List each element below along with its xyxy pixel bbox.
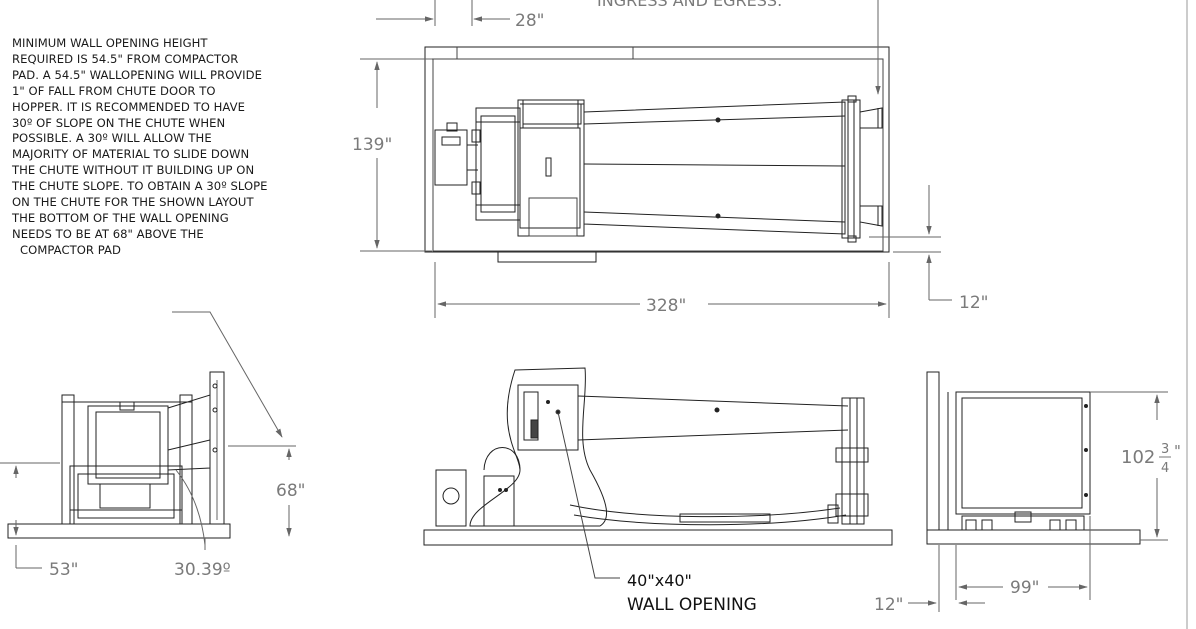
note-line: PAD. A 54.5" WALLOPENING WILL PROVIDE [12, 67, 262, 82]
right-elevation [926, 371, 1141, 545]
note-line: THE BOTTOM OF THE WALL OPENING [12, 210, 229, 225]
dim-102-numerator: 3 [1161, 442, 1169, 457]
right-pad [926, 529, 1141, 545]
pad-tab [497, 251, 597, 263]
left-elevation [7, 371, 231, 539]
wall-opening-size: 40"x40" [627, 571, 692, 590]
dim-53-label: 53" [49, 560, 78, 580]
hopper-body [87, 405, 169, 485]
compactor-side [69, 465, 183, 525]
hopper-frame [475, 107, 521, 221]
center-elevation [423, 367, 893, 546]
note-leader [172, 311, 283, 438]
note-line: COMPACTOR PAD [20, 242, 122, 257]
dim-102-whole: 102 [1121, 447, 1155, 468]
right-dimensions [908, 391, 1168, 612]
note-line: 30º OF SLOPE ON THE CHUTE WHEN [12, 115, 226, 130]
dim-12-top-label: 12" [959, 293, 988, 313]
container-body [583, 101, 846, 235]
wall-cutaway [469, 367, 608, 527]
plan-dimensions [360, 0, 952, 318]
note-line: 1" OF FALL FROM CHUTE DOOR TO [12, 83, 216, 98]
power-unit [434, 129, 468, 186]
note-line: THE CHUTE WITHOUT IT BUILDING UP ON [12, 163, 255, 178]
center-end-frame [841, 397, 865, 525]
hook-upper [859, 107, 883, 129]
left-pad [7, 523, 231, 539]
ingress-egress-text: INGRESS AND EGRESS. [597, 0, 782, 10]
rails [961, 515, 1085, 531]
container-end [955, 391, 1091, 515]
wall-opening-leader [557, 411, 620, 579]
center-pad [423, 529, 893, 546]
dim-angle-label: 30.39º [174, 560, 231, 580]
left-dimensions [0, 311, 296, 569]
center-hopper [483, 475, 515, 527]
note-line: POSSIBLE. A 30º WILL ALLOW THE [12, 131, 212, 146]
wall-opening-label: WALL OPENING [627, 595, 757, 615]
note-line: REQUIRED IS 54.5" FROM COMPACTOR [12, 51, 239, 66]
note-line: MAJORITY OF MATERIAL TO SLIDE DOWN [12, 147, 250, 162]
dim-102-inch: " [1174, 442, 1181, 460]
dim-99-label: 99" [1010, 578, 1039, 598]
dim-328-label: 328" [646, 296, 686, 316]
note-line: HOPPER. IT IS RECOMMENDED TO HAVE [12, 99, 245, 114]
hook-lower [859, 205, 883, 227]
container-end-frame [841, 99, 861, 239]
note-line: NEEDS TO BE AT 68" ABOVE THE [12, 226, 204, 241]
right-wall-section [926, 371, 940, 531]
center-dimensions [555, 409, 620, 579]
dim-102-denominator: 4 [1161, 461, 1169, 476]
note-line: ON THE CHUTE FOR THE SHOWN LAYOUT [12, 195, 254, 210]
plan-inner-outline [432, 58, 884, 252]
center-power-unit [435, 469, 467, 527]
note-line: THE CHUTE SLOPE. TO OBTAIN A 30º SLOPE [12, 179, 268, 194]
dim-139-label: 139" [352, 135, 392, 155]
dim-68-label: 68" [276, 481, 305, 501]
design-note: MINIMUM WALL OPENING HEIGHT REQUIRED IS … [12, 36, 357, 259]
dim-12-bottom-label: 12" [874, 595, 903, 615]
note-line: MINIMUM WALL OPENING HEIGHT [12, 36, 208, 50]
container-skid [679, 513, 771, 523]
chute [167, 394, 211, 471]
angle-arc [175, 469, 206, 546]
plan-view [424, 46, 890, 263]
compactor-pad-outline [424, 46, 890, 253]
dim-28-label: 28" [515, 11, 544, 31]
